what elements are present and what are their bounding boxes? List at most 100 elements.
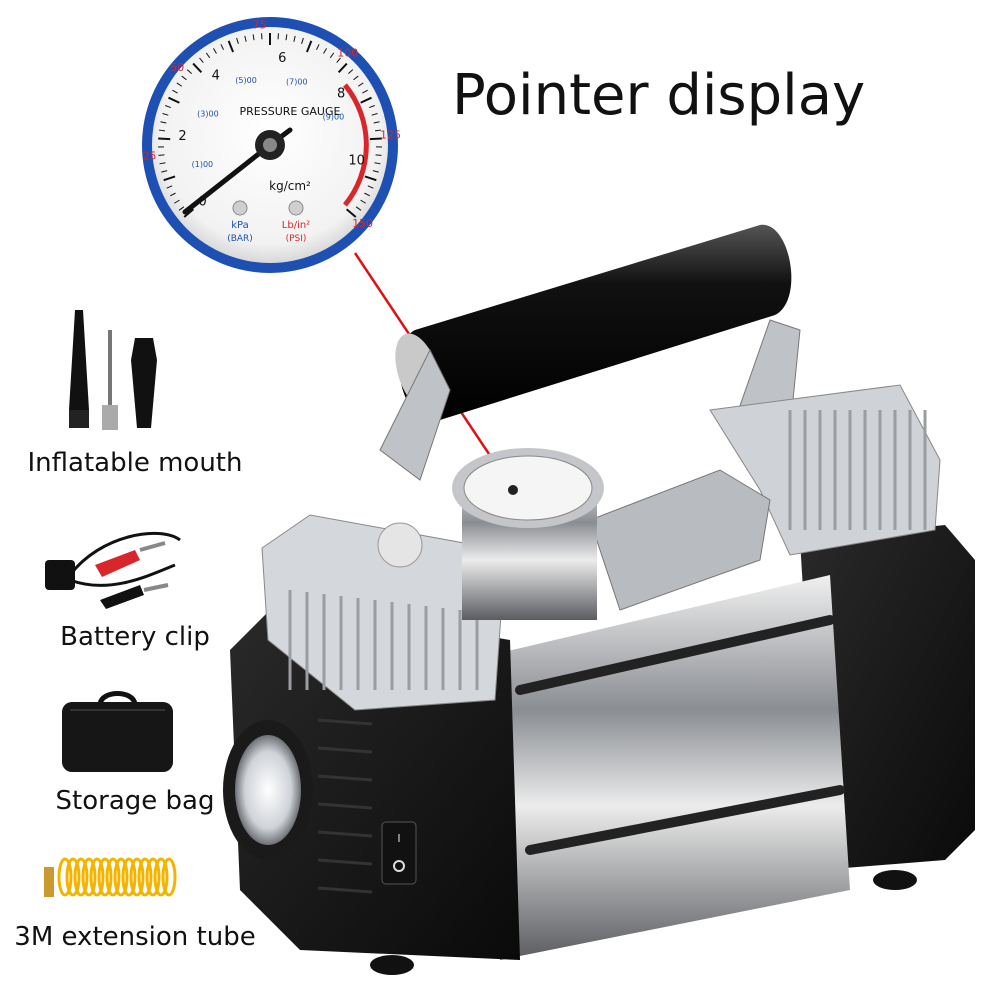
gauge-tick: [158, 129, 166, 132]
gauge-tick: [205, 52, 211, 59]
gauge-tick: [186, 69, 192, 74]
gauge-tick: [369, 137, 382, 141]
accessory-label-battery-clip: Battery clip: [60, 622, 210, 652]
coiled-hose-icon: [44, 857, 177, 897]
accessory-label-inflatable-mouth: Inflatable mouth: [27, 448, 243, 478]
gauge-tick: [213, 48, 217, 54]
gauge-scale-label: (9)00: [323, 112, 345, 121]
gauge-scale-label: 10: [348, 153, 365, 168]
right-housing: [800, 525, 975, 870]
gauge-screw-right: [288, 200, 304, 216]
gauge-tick: [369, 105, 375, 109]
carry-handle: [399, 224, 792, 421]
gauge-scale-label: 25: [142, 150, 156, 163]
gauge-tick: [353, 75, 359, 81]
gauge-tick: [176, 82, 183, 87]
accessory-label-extension-tube: 3M extension tube: [14, 922, 256, 952]
led-lamp: [235, 735, 301, 845]
gauge-tick: [244, 35, 247, 42]
gauge-kg-scale: 0 2 4 6 8 10: [178, 51, 365, 210]
gauge-tick: [159, 162, 166, 165]
gauge-bar-label: (BAR): [227, 234, 253, 244]
nozzle-set-icon: [69, 310, 157, 430]
gauge-tick: [161, 170, 168, 173]
gauge-tick: [192, 62, 203, 73]
gauge-tick: [374, 162, 381, 165]
connecting-arm: [589, 469, 771, 611]
gauge-scale-label: 125: [380, 128, 400, 141]
gauge-scale-label: 4: [212, 69, 220, 84]
gauge-tick: [158, 154, 165, 156]
gauge-tick: [163, 175, 176, 182]
gauge-tick: [362, 89, 368, 94]
gauge-tick: [323, 48, 327, 54]
gauge-tick: [357, 82, 364, 87]
right-cylinder-head: [709, 384, 941, 556]
gauge-tick: [169, 192, 176, 197]
headline: Pointer display: [452, 63, 866, 128]
gauge-tick: [329, 52, 335, 59]
accessory-label-storage-bag: Storage bag: [55, 786, 215, 816]
gauge-tick: [372, 170, 379, 173]
gauge-tick: [160, 121, 167, 124]
gauge-scale-label: 150: [352, 217, 373, 230]
gauge-scale-label: (7)00: [286, 77, 308, 86]
gauge-tick: [168, 96, 180, 104]
gauge-tick: [285, 34, 288, 41]
gauge-tick: [364, 175, 377, 182]
gauge-lb-label: Lb/in²: [282, 220, 310, 231]
gauge-tick: [345, 208, 357, 218]
gauge-title: PRESSURE GAUGE: [240, 105, 341, 118]
gauge-tick: [360, 199, 366, 204]
gauge-tick: [252, 34, 255, 41]
gauge-tick: [373, 121, 380, 124]
gauge-kpa-scale: (1)00(3)00(5)00(7)00(9)00: [192, 76, 345, 169]
gauge-tick: [178, 206, 185, 211]
gauge-scale-label: 50: [170, 61, 184, 74]
gauge-ticks: [158, 33, 382, 218]
gauge-scale-label: 2: [178, 129, 186, 144]
gauge-tick: [166, 185, 173, 189]
gauge-tick: [337, 62, 348, 73]
gauge-tick: [165, 105, 171, 109]
gauge-tick: [364, 192, 371, 197]
air-compressor: I: [223, 224, 975, 975]
gauge-tick: [183, 208, 195, 218]
gauge-screw-left: [232, 200, 248, 216]
gauge-tick: [375, 154, 382, 156]
mounted-gauge-face: [463, 455, 593, 521]
gauge-scale-label: 100: [337, 46, 358, 59]
gauge-scale-label: 0: [198, 195, 206, 210]
gauge-tick: [220, 44, 224, 50]
gauge-tick: [174, 199, 180, 204]
gauge-tick: [181, 75, 187, 81]
gauge-tick: [199, 57, 204, 63]
gauge-scale-label: 8: [337, 86, 345, 101]
svg-text:I: I: [397, 832, 400, 845]
gauge-tick: [162, 113, 169, 116]
gauge-unit: kg/cm²: [269, 179, 311, 193]
power-switch: [381, 821, 417, 885]
gauge-red-zone: [343, 83, 369, 207]
gauge-kpa-label: kPa: [231, 220, 249, 231]
gauge-scale-label: 75: [252, 18, 266, 31]
gauge-tick: [316, 44, 320, 50]
gauge-tick: [227, 40, 235, 53]
gauge-tick: [355, 206, 362, 211]
gauge-scale-label: (3)00: [197, 110, 219, 119]
gauge-needle: [182, 142, 273, 215]
gauge-tick: [172, 89, 178, 94]
gauge-tick: [336, 57, 341, 63]
gauge-psi-label: (PSI): [286, 234, 307, 244]
gauge-scale-label: (5)00: [235, 76, 257, 85]
gauge-scale-label: 6: [278, 51, 286, 66]
chrome-tank: [470, 575, 850, 960]
gauge-tick: [236, 37, 239, 44]
gauge-tick: [371, 113, 378, 116]
gauge-tick: [293, 35, 296, 42]
gauge-tick: [158, 137, 171, 141]
storage-bag-icon: [62, 691, 173, 772]
battery-clip-icon: [45, 532, 181, 609]
